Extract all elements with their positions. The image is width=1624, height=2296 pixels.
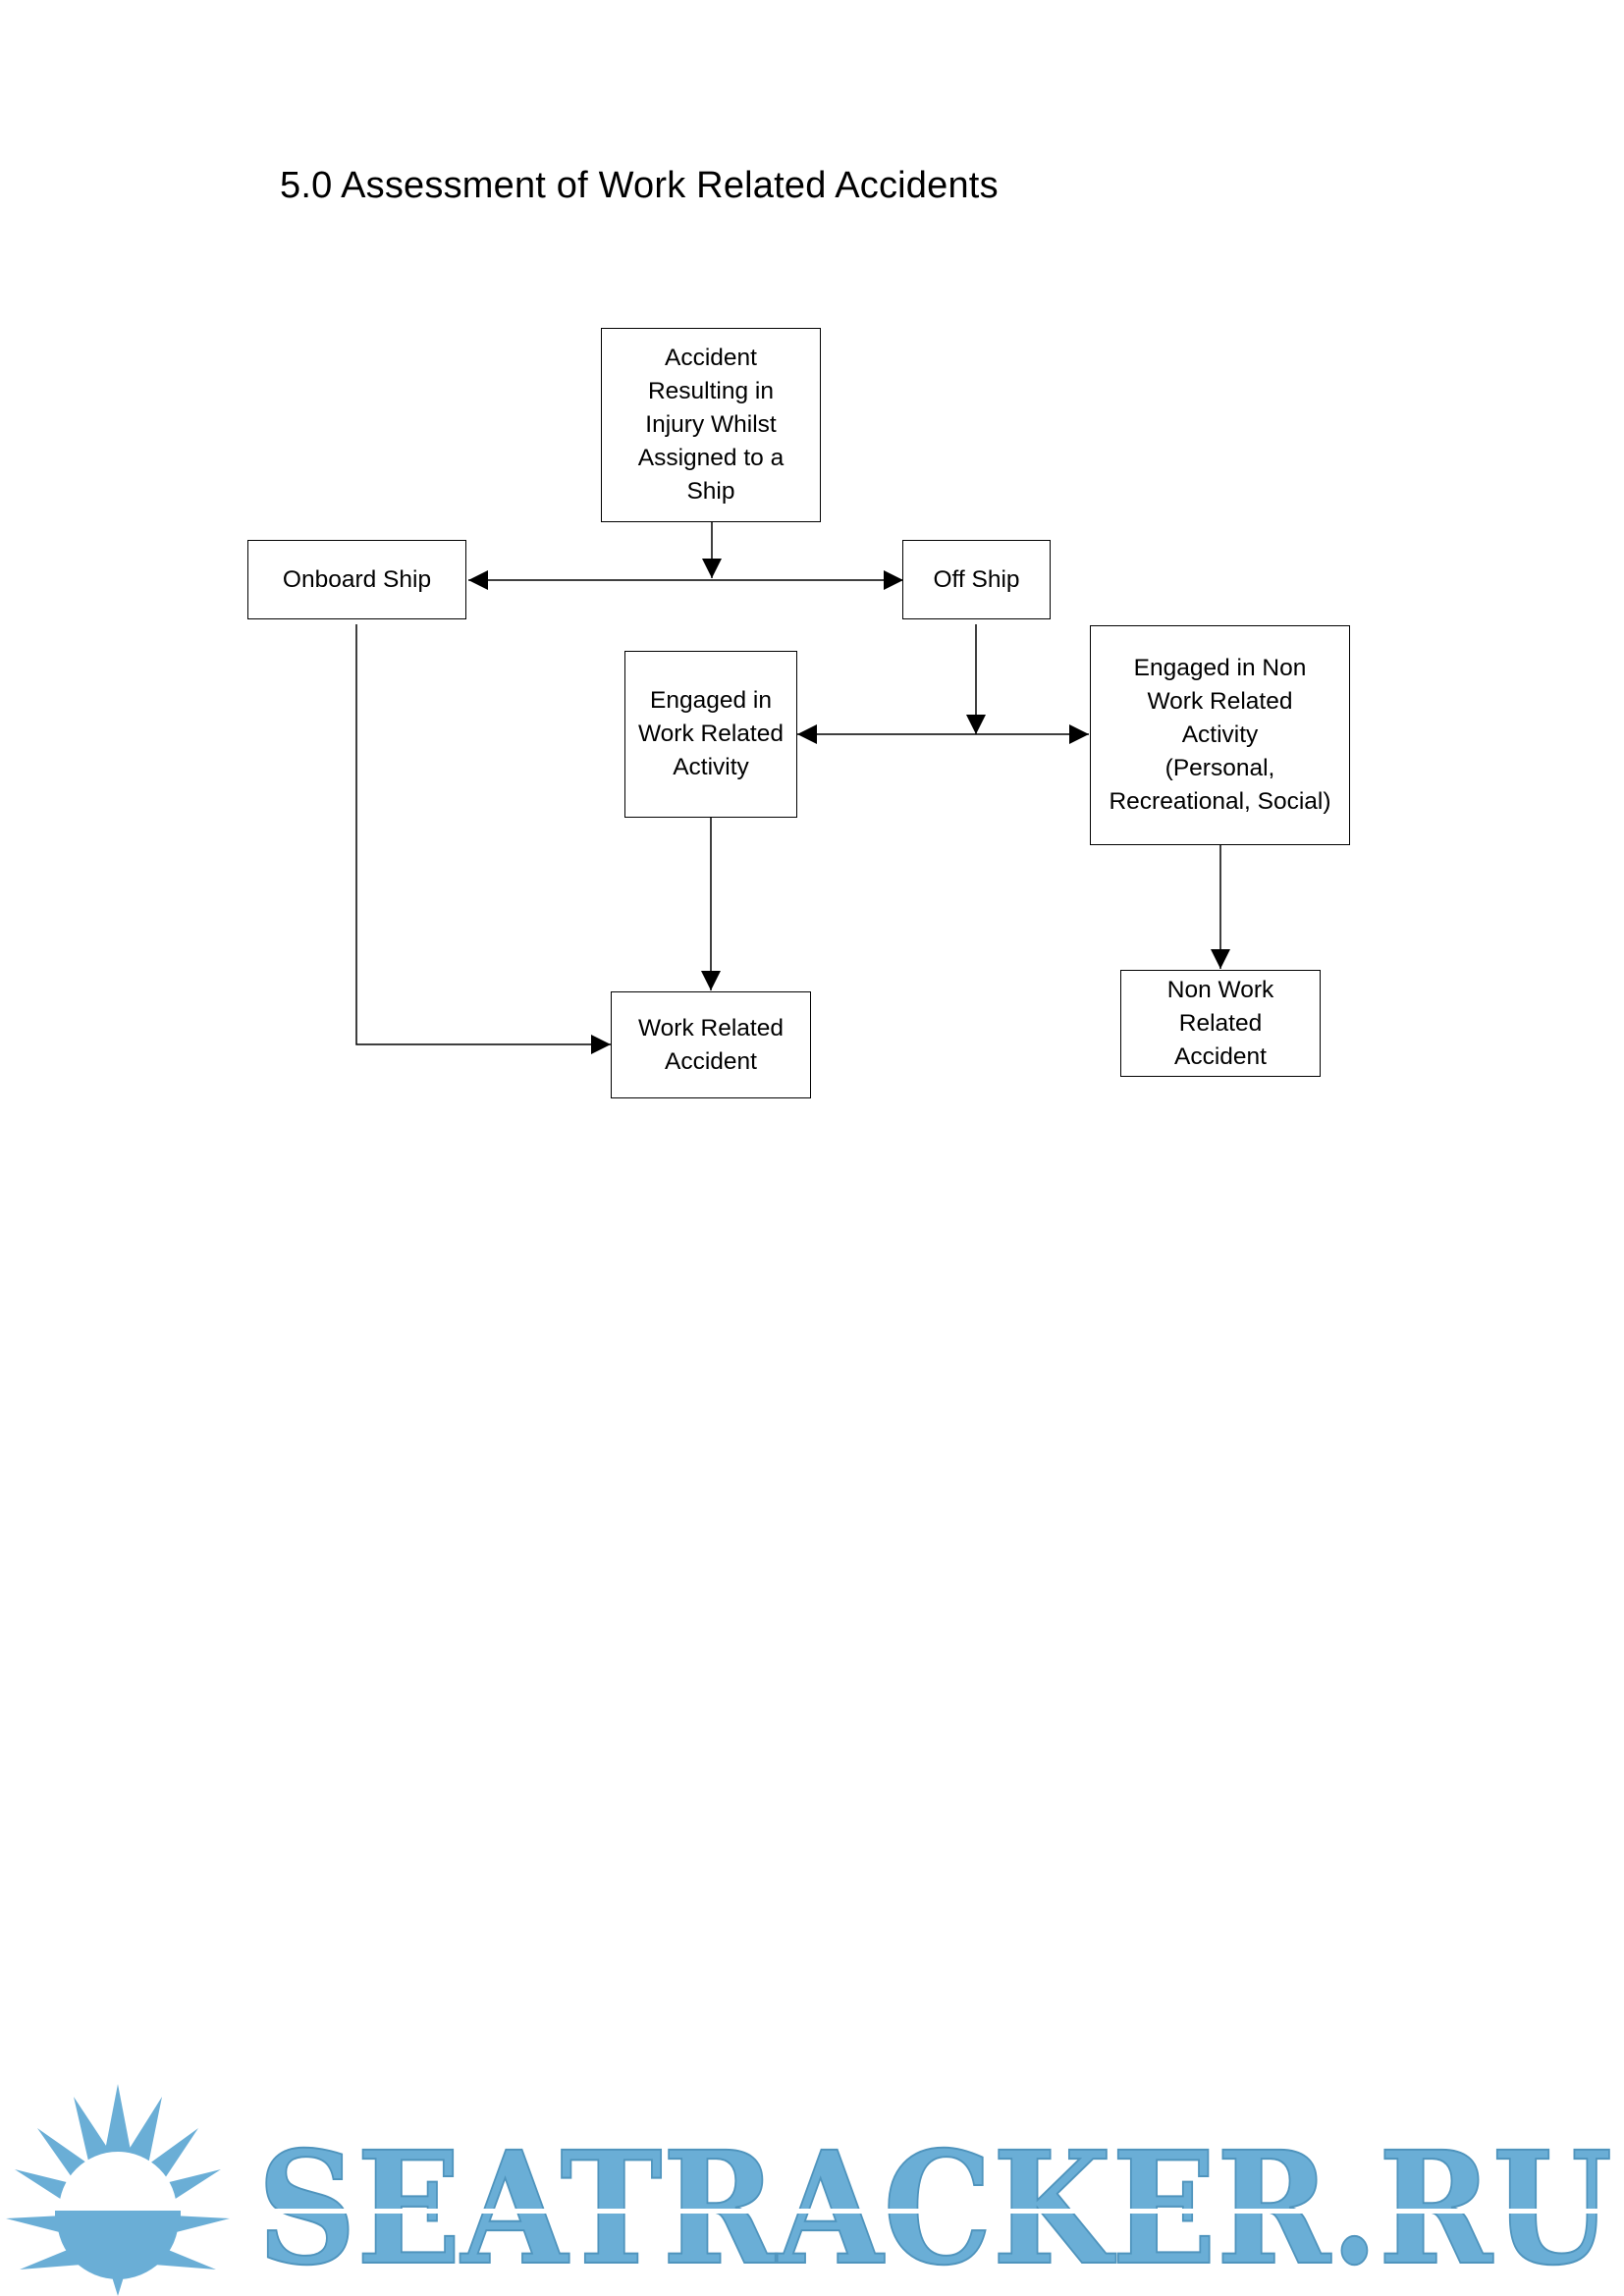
node-onboard-ship-label: Onboard Ship bbox=[282, 565, 432, 593]
node-work-activity-label: Engaged in Work Related Activity bbox=[638, 687, 784, 780]
watermark-text: SEATRACKER.RU bbox=[256, 2117, 1613, 2296]
node-work-activity: Engaged in Work Related Activity bbox=[624, 651, 797, 818]
node-accident-injury: Accident Resulting in Injury Whilst Assi… bbox=[601, 328, 821, 522]
node-accident-injury-label: Accident Resulting in Injury Whilst Assi… bbox=[637, 345, 785, 505]
sun-icon bbox=[6, 2084, 230, 2296]
svg-text:SEATRACKER.RU: SEATRACKER.RU bbox=[257, 2118, 1612, 2296]
node-work-accident: Work Related Accident bbox=[611, 991, 811, 1098]
flowchart-connectors bbox=[355, 503, 1230, 1054]
node-nonwork-activity-label: Engaged in Non Work Related Activity (Pe… bbox=[1109, 655, 1331, 815]
page-title: 5.0 Assessment of Work Related Accidents bbox=[280, 165, 999, 206]
node-nonwork-accident: Non Work Related Accident bbox=[1120, 970, 1321, 1077]
node-nonwork-accident-label: Non Work Related Accident bbox=[1166, 976, 1274, 1070]
node-off-ship: Off Ship bbox=[902, 540, 1051, 619]
node-work-accident-label: Work Related Accident bbox=[638, 1014, 784, 1075]
connector-onboard-to-work-accident bbox=[355, 624, 611, 1054]
node-nonwork-activity: Engaged in Non Work Related Activity (Pe… bbox=[1090, 625, 1350, 845]
seatracker-watermark-logo: SEATRACKER.RU bbox=[6, 2084, 1613, 2296]
node-off-ship-label: Off Ship bbox=[933, 565, 1020, 593]
node-onboard-ship: Onboard Ship bbox=[247, 540, 466, 619]
